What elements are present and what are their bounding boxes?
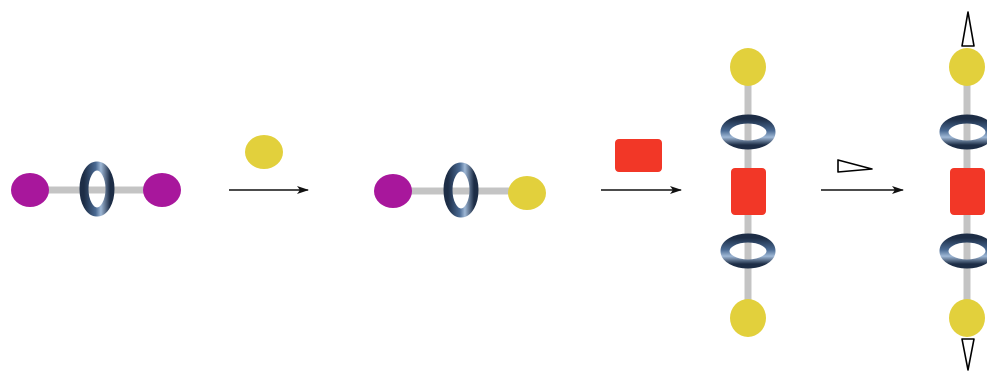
reagent-wedge xyxy=(837,159,873,173)
red-core xyxy=(950,168,985,215)
yellow-stopper xyxy=(730,299,766,337)
macrocycle-ring xyxy=(720,114,776,150)
stage-2-rotaxane xyxy=(374,162,546,218)
purple-stopper xyxy=(374,174,412,208)
purple-stopper xyxy=(11,173,49,207)
macrocycle-ring xyxy=(720,233,776,269)
yellow-stopper xyxy=(949,48,985,86)
yellow-stopper xyxy=(949,299,985,337)
reagent-red-block xyxy=(615,139,662,172)
yellow-stopper xyxy=(508,176,546,210)
reagent-yellow-stopper xyxy=(245,135,283,169)
red-core xyxy=(731,168,766,215)
macrocycle-ring xyxy=(939,114,987,150)
purple-stopper xyxy=(143,173,181,207)
yellow-stopper xyxy=(730,48,766,86)
wedge-cap-top xyxy=(961,11,975,47)
macrocycle-ring xyxy=(79,161,115,217)
stage-4-capped-dimer xyxy=(939,11,987,371)
wedge-cap-bottom xyxy=(961,338,975,371)
macrocycle-ring xyxy=(939,233,987,269)
stage-3-dimer xyxy=(720,48,776,337)
stage-1-rotaxane xyxy=(11,161,181,217)
macrocycle-ring xyxy=(443,162,479,218)
